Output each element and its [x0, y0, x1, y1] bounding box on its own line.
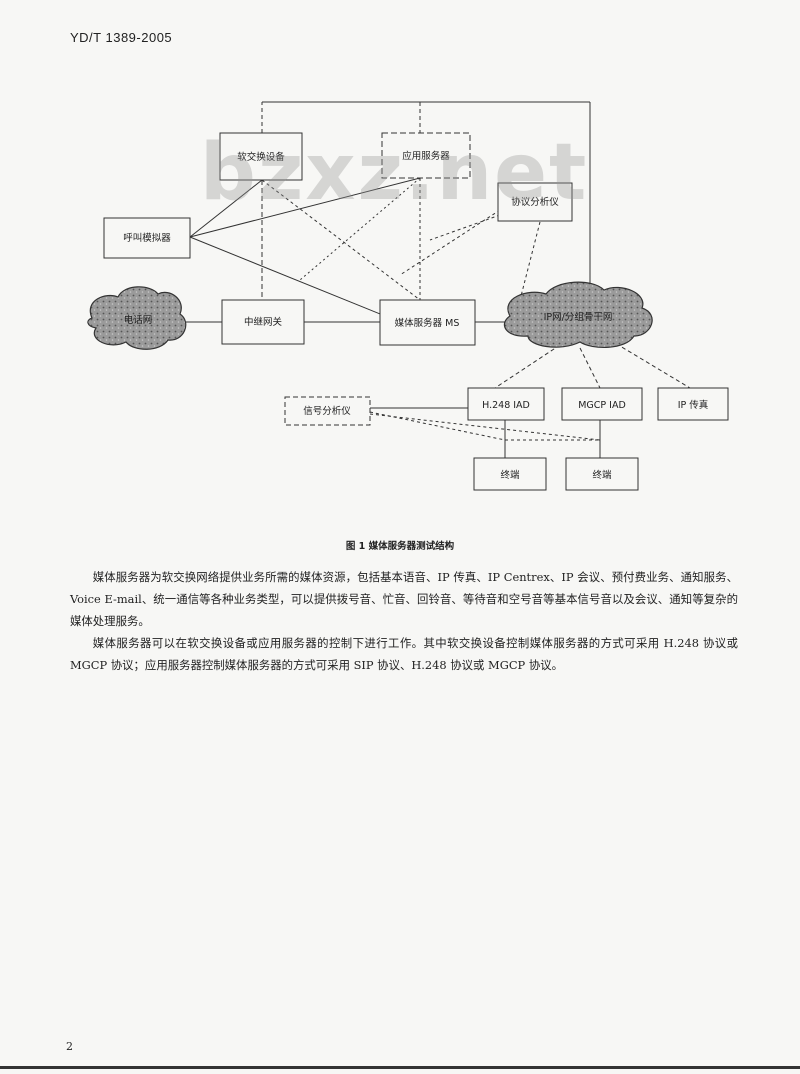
terminal-1-box	[473, 457, 547, 491]
trunk-gateway-box	[221, 299, 305, 345]
ip-network-cloud	[504, 281, 653, 348]
pstn-cloud	[87, 286, 187, 350]
terminal-1-label: 终端	[500, 469, 520, 481]
app-server-label: 应用服务器	[402, 150, 450, 162]
document-code: YD/T 1389-2005	[70, 30, 173, 45]
signal-analyzer-box	[284, 396, 371, 426]
bottom-rule	[0, 1066, 800, 1069]
test-structure-diagram: 软交换设备 应用服务器 协议分析仪 呼叫模拟器 电话网 中继网关 媒体服务器 M…	[87, 101, 729, 491]
call-generator-box	[103, 217, 191, 259]
body-paragraph-2: 媒体服务器可以在软交换设备或应用服务器的控制下进行工作。其中软交换设备控制媒体服…	[70, 636, 738, 672]
ip-fax-label: IP 传真	[678, 399, 709, 411]
trunk-gateway-label: 中继网关	[244, 316, 283, 328]
softswitch-label: 软交换设备	[237, 151, 285, 163]
ip-network-label: IP网/分组骨干网	[544, 311, 613, 323]
signal-analyzer-label: 信号分析仪	[303, 405, 351, 417]
app-server-box	[381, 132, 471, 179]
media-server-box	[379, 299, 476, 346]
figure-caption: 图 1 媒体服务器测试结构	[345, 541, 455, 552]
terminal-2-label: 终端	[592, 469, 612, 481]
page-number: 2	[66, 1040, 73, 1053]
h248-iad-box	[467, 387, 545, 421]
mgcp-iad-box	[561, 387, 643, 421]
terminal-2-box	[565, 457, 639, 491]
watermark: bzxz.net	[200, 128, 589, 218]
softswitch-box	[219, 132, 303, 181]
mgcp-iad-label: MGCP IAD	[578, 400, 626, 411]
connection-lines	[180, 101, 691, 458]
call-generator-label: 呼叫模拟器	[123, 232, 171, 244]
body-paragraph-1: 媒体服务器为软交换网络提供业务所需的媒体资源，包括基本语音、IP 传真、IP C…	[70, 570, 738, 628]
protocol-analyzer-label: 协议分析仪	[511, 196, 559, 208]
protocol-analyzer-box	[497, 182, 573, 222]
media-server-label: 媒体服务器 MS	[395, 317, 460, 329]
ip-fax-box	[657, 387, 729, 421]
h248-iad-label: H.248 IAD	[482, 400, 530, 411]
pstn-label: 电话网	[124, 314, 153, 326]
